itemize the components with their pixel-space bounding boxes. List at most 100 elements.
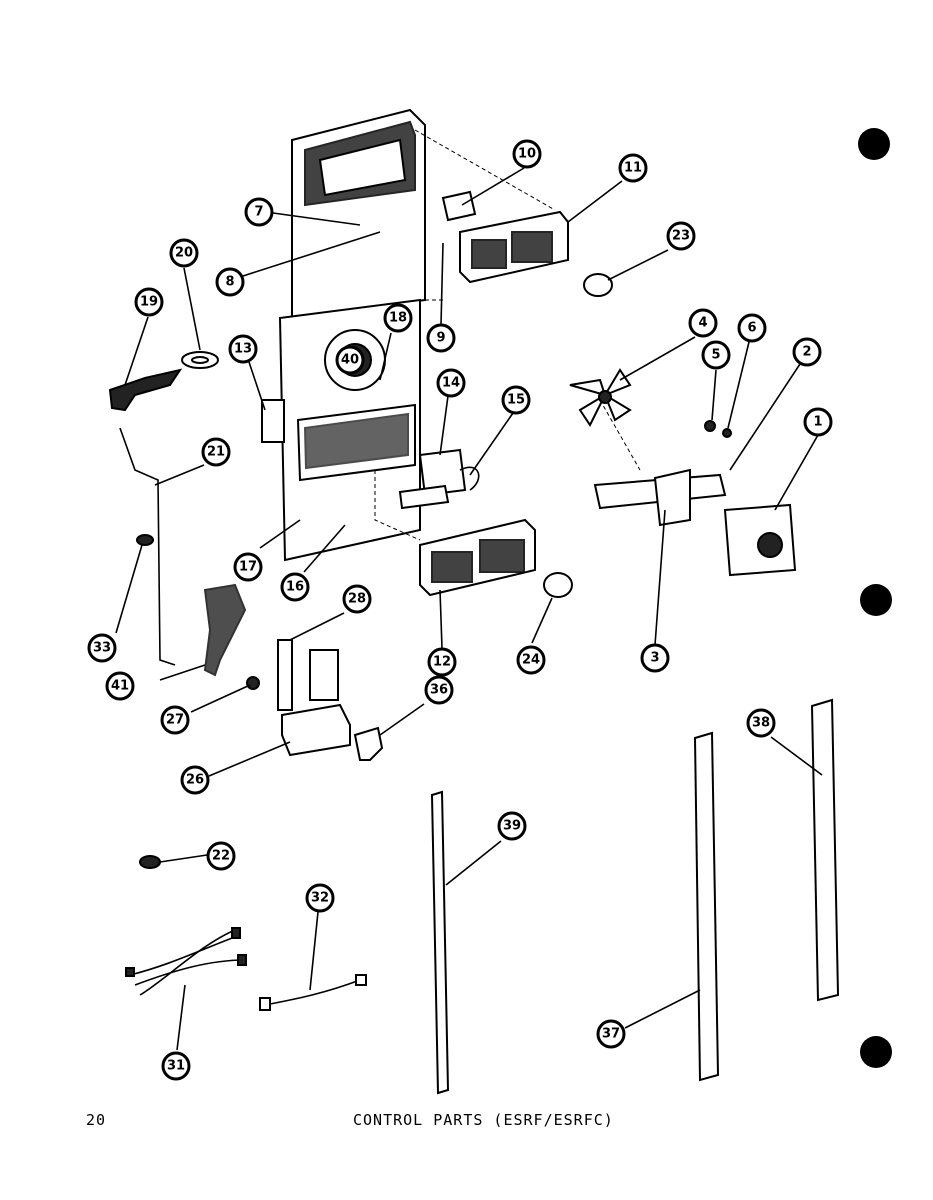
gasket-ring: [181, 351, 219, 369]
page-title: CONTROL PARTS (ESRF/ESRFC): [353, 1111, 614, 1129]
svg-text:31: 31: [167, 1059, 185, 1074]
callout-32: 32: [305, 883, 335, 913]
upper-knob: [583, 273, 613, 297]
punch-hole-middle: [860, 584, 892, 616]
thermostat-clip: [441, 190, 477, 222]
callout-2: 2: [792, 337, 822, 367]
callout-28: 28: [342, 584, 372, 614]
trim-strip-38: [810, 698, 840, 1002]
callout-13: 13: [228, 334, 258, 364]
svg-text:10: 10: [518, 147, 536, 162]
side-clip: [261, 399, 285, 443]
svg-text:40: 40: [341, 353, 359, 368]
svg-text:20: 20: [175, 246, 193, 261]
upper-control-bracket: [459, 210, 569, 284]
svg-text:26: 26: [186, 773, 204, 788]
callout-33: 33: [87, 633, 117, 663]
control-housing-panel: [278, 298, 421, 562]
svg-text:24: 24: [522, 653, 540, 668]
callout-3: 3: [640, 643, 670, 673]
svg-text:36: 36: [430, 683, 448, 698]
page-number: 20: [86, 1111, 107, 1129]
punch-hole-bottom: [860, 1036, 892, 1068]
callout-4: 4: [688, 308, 718, 338]
control-handle: [108, 368, 183, 412]
svg-text:17: 17: [239, 560, 257, 575]
callout-7: 7: [244, 197, 274, 227]
svg-text:28: 28: [348, 592, 366, 607]
svg-text:18: 18: [389, 311, 407, 326]
callout-27: 27: [160, 705, 190, 735]
svg-text:41: 41: [111, 679, 129, 694]
svg-text:8: 8: [225, 275, 234, 290]
callout-12: 12: [427, 647, 457, 677]
callout-37: 37: [596, 1019, 626, 1049]
lower-control-bracket: [419, 518, 536, 597]
svg-text:14: 14: [442, 376, 460, 391]
svg-text:11: 11: [624, 161, 642, 176]
svg-text:33: 33: [93, 641, 111, 656]
svg-text:22: 22: [212, 849, 230, 864]
svg-text:7: 7: [254, 205, 263, 220]
callout-26: 26: [180, 765, 210, 795]
fan-motor: [723, 503, 797, 577]
callout-23: 23: [666, 221, 696, 251]
callout-41: 41: [105, 671, 135, 701]
svg-text:16: 16: [286, 580, 304, 595]
callout-20: 20: [169, 238, 199, 268]
svg-text:27: 27: [166, 713, 184, 728]
lower-knob: [543, 572, 573, 598]
svg-text:37: 37: [602, 1027, 620, 1042]
callout-1: 1: [803, 407, 833, 437]
svg-text:38: 38: [752, 716, 770, 731]
leader-lines: [115, 167, 823, 1051]
callout-22: 22: [206, 841, 236, 871]
svg-text:13: 13: [234, 342, 252, 357]
wire-harness: [125, 927, 247, 996]
callout-10: 10: [512, 139, 542, 169]
callout-24: 24: [516, 645, 546, 675]
callout-5: 5: [701, 340, 731, 370]
fan-bracket: [593, 468, 727, 527]
damper-assembly: [246, 639, 384, 761]
svg-text:3: 3: [650, 651, 659, 666]
callout-11: 11: [618, 153, 648, 183]
trim-strip-39: [430, 790, 450, 1095]
callout-18: 18: [383, 303, 413, 333]
callout-40: 40: [335, 345, 365, 375]
switch-assembly: [398, 448, 480, 510]
svg-text:21: 21: [207, 445, 225, 460]
svg-text:23: 23: [672, 229, 690, 244]
control-housing-top: [291, 108, 426, 320]
svg-text:19: 19: [140, 295, 158, 310]
svg-text:2: 2: [802, 345, 811, 360]
svg-text:4: 4: [698, 316, 707, 331]
fan-screws: [704, 420, 732, 438]
callout-9: 9: [426, 323, 456, 353]
callout-19: 19: [134, 287, 164, 317]
svg-text:9: 9: [436, 331, 445, 346]
svg-text:15: 15: [507, 393, 525, 408]
svg-text:32: 32: [311, 891, 329, 906]
punch-hole-top: [858, 128, 890, 160]
callout-16: 16: [280, 572, 310, 602]
callout-8: 8: [215, 267, 245, 297]
callout-17: 17: [233, 552, 263, 582]
callout-38: 38: [746, 708, 776, 738]
callout-14: 14: [436, 368, 466, 398]
svg-text:1: 1: [813, 415, 822, 430]
wire-lead: [259, 974, 367, 1011]
svg-text:5: 5: [711, 348, 720, 363]
svg-text:39: 39: [503, 819, 521, 834]
callout-6: 6: [737, 313, 767, 343]
callout-36: 36: [424, 675, 454, 705]
spring-washer: [136, 534, 154, 546]
foam-insulation: [203, 583, 247, 677]
fan-blade: [569, 368, 632, 427]
svg-text:6: 6: [747, 321, 756, 336]
control-shaft: [119, 427, 176, 666]
callout-15: 15: [501, 385, 531, 415]
wire-clip: [139, 855, 161, 869]
callout-21: 21: [201, 437, 231, 467]
